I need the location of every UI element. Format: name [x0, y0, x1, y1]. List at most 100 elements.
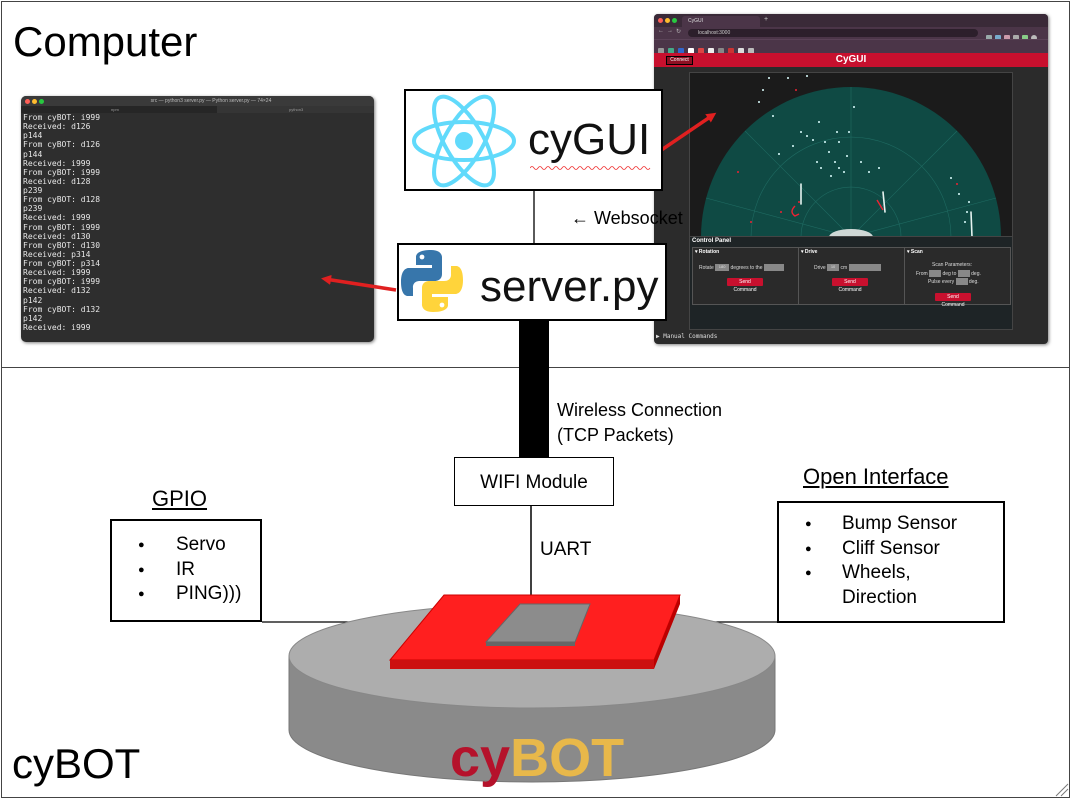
terminal-line: Received: d130	[23, 231, 91, 241]
minimize-dot-icon[interactable]	[665, 18, 670, 23]
scan-from-label: From	[916, 270, 928, 277]
rotation-direction-select[interactable]	[763, 264, 784, 271]
terminal-line: From cyBOT: d130	[23, 240, 101, 250]
drive-title[interactable]: ▾ Drive	[801, 249, 818, 255]
drive-unit: cm	[840, 264, 848, 271]
maximize-dot-icon[interactable]	[672, 18, 677, 23]
terminal-line: p144	[23, 131, 43, 141]
react-logo-icon	[412, 94, 516, 188]
nav-forward-icon[interactable]: →	[667, 28, 673, 34]
maximize-dot-icon[interactable]	[39, 99, 44, 104]
terminal-line: From cyBOT: i999	[23, 222, 101, 232]
app-header	[654, 53, 1048, 67]
computer-section-label: Computer	[13, 18, 198, 65]
wireless-connection-label: Wireless Connection (TCP Packets)	[557, 398, 722, 448]
terminal-line: Received: i999	[23, 322, 91, 332]
terminal-tab-label-npm[interactable]: npm	[111, 107, 119, 112]
scan-pulse-row: Pulse every deg.	[928, 278, 1008, 285]
drive-label: Drive	[814, 264, 826, 271]
open-interface-title: Open Interface	[803, 464, 949, 489]
rotation-title[interactable]: ▾ Rotation	[695, 249, 720, 255]
manual-commands-toggle[interactable]: ▶ Manual Commands	[656, 333, 718, 340]
terminal-line: Received: i999	[23, 268, 91, 278]
wireless-line-1: Wireless Connection	[557, 400, 723, 420]
cybot-logo-bot: BOT	[510, 728, 625, 788]
python-logo-icon	[401, 250, 463, 312]
new-tab-icon[interactable]: +	[764, 16, 769, 23]
wifi-module-label: WIFI Module	[480, 472, 588, 493]
terminal-line: From cyBOT: i999	[23, 277, 101, 287]
gpio-title: GPIO	[152, 486, 208, 511]
terminal-window: src — python3 server.py — Python server.…	[21, 96, 374, 342]
terminal-line: Received: d132	[23, 286, 91, 296]
nav-back-icon[interactable]: ←	[658, 28, 664, 34]
scan-pulse-input[interactable]	[955, 278, 968, 285]
radar-display	[701, 75, 1001, 237]
drive-send-button[interactable]: Send Command	[832, 278, 868, 293]
scan-to-input[interactable]	[957, 270, 970, 277]
drive-card	[798, 247, 905, 305]
cybot-logo-cy: cy	[450, 728, 511, 788]
browser-tab[interactable]: CyGUI	[682, 16, 760, 27]
terminal-tab-active[interactable]	[217, 106, 374, 113]
wireless-line-2: (TCP Packets)	[557, 425, 674, 445]
rotation-card	[692, 247, 799, 305]
websocket-label: ← Websocket	[571, 208, 683, 228]
connect-button[interactable]: Connect	[666, 56, 693, 65]
scan-to-label: deg to	[942, 270, 957, 277]
terminal-line: From cyBOT: d126	[23, 140, 101, 150]
bookmarks-icon	[658, 48, 754, 54]
scan-send-button[interactable]: Send Command	[935, 293, 971, 308]
gpio-item-ir: IR	[138, 558, 241, 583]
oi-item-wheels: Wheels,	[805, 561, 957, 586]
scan-title[interactable]: ▾ Scan	[907, 249, 923, 255]
server-label: server.py	[480, 262, 659, 311]
spellcheck-underline	[530, 166, 651, 170]
rotation-send-button[interactable]: Send Command	[727, 278, 763, 293]
scan-pulse-deg-label: deg.	[968, 278, 979, 285]
uart-label: UART	[540, 539, 592, 560]
terminal-line: Received: i999	[23, 213, 91, 223]
rotation-degrees-input[interactable]: 180	[715, 264, 730, 271]
terminal-line: Received: d126	[23, 122, 91, 132]
terminal-tab-label-python[interactable]: python3	[289, 107, 304, 112]
close-dot-icon[interactable]	[658, 18, 663, 23]
cygui-box	[404, 89, 663, 191]
open-interface-list: Bump Sensor Cliff Sensor Wheels,	[805, 512, 957, 586]
drive-direction-select[interactable]	[848, 264, 881, 271]
terminal-line: From cyBOT: i999	[23, 167, 101, 177]
wifi-module-box	[454, 457, 614, 506]
scan-pulse-label: Pulse every	[928, 278, 955, 285]
cybot-section-label: cyBOT	[12, 740, 141, 787]
cygui-label: cyGUI	[528, 115, 651, 164]
minimize-dot-icon[interactable]	[32, 99, 37, 104]
bookmark-items[interactable]	[658, 42, 778, 54]
cybot-logo-text: cyBOT	[450, 727, 624, 789]
close-dot-icon[interactable]	[25, 99, 30, 104]
gpio-item-servo: Servo	[138, 533, 241, 558]
drive-row: Drive 10 cm	[814, 264, 914, 271]
scan-deg-label: deg.	[971, 270, 981, 277]
cybot-robot	[288, 594, 776, 783]
scan-params-label: Scan Parameters:	[932, 262, 973, 268]
terminal-line: p239	[23, 186, 43, 195]
oi-item-direction: Direction	[842, 587, 917, 608]
terminal-line: p239	[23, 204, 43, 214]
browser-window: CyGUI + ← → ↻ localhost:3000 Connec	[654, 14, 1048, 344]
terminal-line: From cyBOT: d132	[23, 304, 101, 314]
gpio-item-ping: PING)))	[138, 582, 242, 607]
drive-distance-input[interactable]: 10	[827, 264, 840, 271]
app-title: CyGUI	[835, 54, 867, 65]
terminal-line: Received: i999	[23, 158, 91, 168]
terminal-line: From cyBOT: d128	[23, 195, 101, 205]
reload-icon[interactable]: ↻	[676, 29, 682, 35]
scan-from-input[interactable]	[929, 270, 942, 277]
oi-item-cliff-sensor: Cliff Sensor	[805, 537, 957, 562]
rotation-suffix: degrees to the	[730, 264, 763, 271]
oi-item-bump-sensor: Bump Sensor	[805, 512, 957, 537]
terminal-line: From cyBOT: i999	[23, 113, 101, 122]
rotation-row: Rotate 180 degrees to the	[699, 264, 799, 271]
address-bar[interactable]: localhost:3000	[688, 29, 978, 37]
